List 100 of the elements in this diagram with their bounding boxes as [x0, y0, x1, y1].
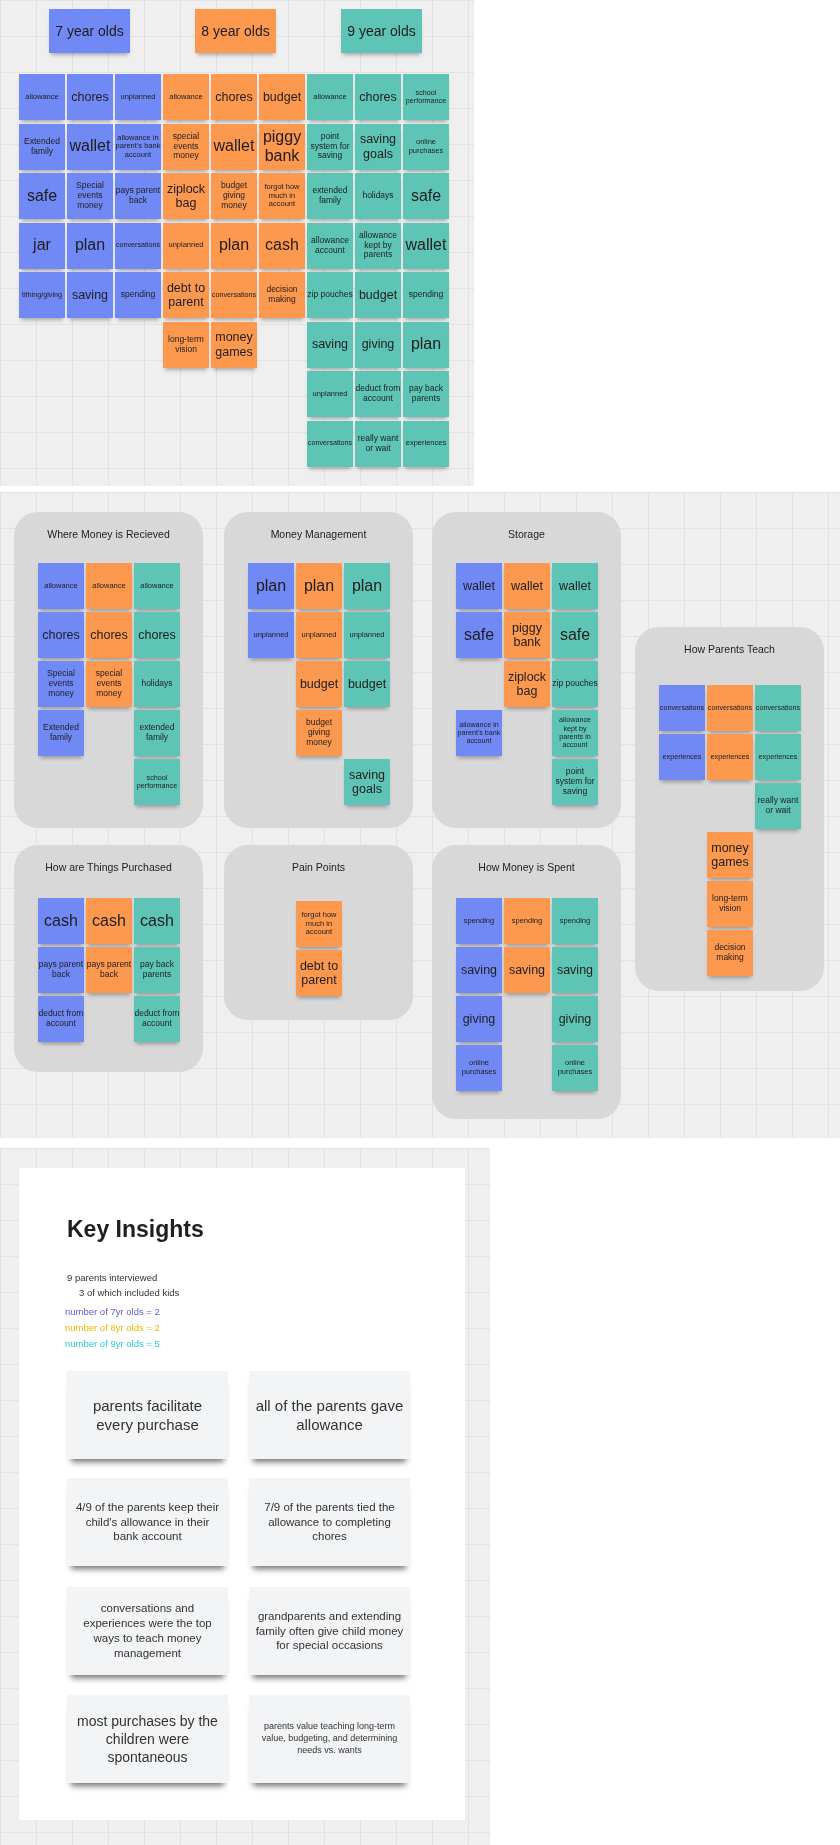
panel-title: How are Things Purchased [45, 861, 172, 873]
sticky-note: money games [707, 832, 753, 878]
insight-note: parents facilitate every purchase [67, 1371, 228, 1459]
sticky-note: plan [296, 563, 342, 609]
sticky-note: debt to parent [163, 272, 209, 318]
sticky-note: safe [552, 612, 598, 658]
sticky-note: special events money [86, 661, 132, 707]
sticky-note: wallet [456, 563, 502, 609]
sticky-note: 7 year olds [49, 9, 130, 53]
sticky-note: plan [211, 222, 257, 269]
group-panel [224, 512, 413, 828]
panel-title: Storage [508, 528, 545, 540]
sticky-note: cash [134, 898, 180, 944]
note-text: 9 parents interviewed [67, 1272, 158, 1283]
sticky-note: budget [259, 74, 305, 120]
sticky-note: saving goals [344, 759, 390, 805]
panel-title: Money Management [270, 528, 367, 540]
sticky-note: Extended family [19, 123, 65, 170]
sticky-note: giving [456, 996, 502, 1042]
sticky-note: cash [259, 222, 305, 269]
sticky-note: Special events money [67, 173, 113, 219]
sticky-note: zip pouches [552, 661, 598, 707]
panel-title: How Parents Teach [684, 643, 775, 655]
sticky-note: chores [67, 74, 113, 120]
sticky-note: point system for saving [307, 123, 353, 170]
insight-note: all of the parents gave allowance [249, 1371, 410, 1459]
sticky-note: saving [552, 947, 598, 993]
sticky-note: giving [552, 996, 598, 1042]
sticky-note: deduct from account [134, 996, 180, 1042]
sticky-note: cash [86, 898, 132, 944]
insight-note: 4/9 of the parents keep their child's allowance in their bank account [67, 1478, 228, 1566]
sticky-note: plan [67, 222, 113, 269]
sticky-note: holidays [134, 661, 180, 707]
sticky-note: really want or wait [755, 783, 801, 829]
insight-note: conversations and experiences were the top ways to teach money management [67, 1587, 228, 1675]
sticky-note: chores [355, 74, 401, 120]
sticky-note: plan [403, 321, 449, 368]
sticky-note: allowance kept by parents [355, 222, 401, 269]
sticky-note: saving [504, 947, 550, 993]
sticky-note: wallet [403, 222, 449, 269]
panel-title: How Money is Spent [478, 861, 575, 873]
group-panel [14, 845, 203, 1072]
sticky-note: saving goals [355, 123, 401, 170]
sticky-note: budget giving money [211, 173, 257, 219]
sticky-note: deduct from account [355, 371, 401, 417]
sticky-note: piggy bank [504, 612, 550, 658]
insight-card [19, 1168, 465, 1820]
sticky-note: safe [456, 612, 502, 658]
group-panel [432, 845, 621, 1119]
sticky-note: Special events money [38, 661, 84, 707]
sticky-note: holidays [355, 173, 401, 219]
insight-note: grandparents and extending family often give child money for special occasions [249, 1587, 410, 1675]
count-text: number of 8yr olds = 2 [65, 1322, 160, 1333]
sticky-note: ziplock bag [163, 173, 209, 219]
sticky-note: safe [19, 173, 65, 219]
sticky-note: jar [19, 222, 65, 269]
sticky-note: special events money [163, 123, 209, 170]
sticky-note: budget [296, 661, 342, 707]
sticky-note: 9 year olds [341, 9, 422, 53]
sticky-note: pay back parents [134, 947, 180, 993]
sticky-note: chores [211, 74, 257, 120]
sticky-note: plan [344, 563, 390, 609]
sticky-note: extended family [307, 173, 353, 219]
sticky-note: piggy bank [259, 123, 305, 170]
sticky-note: allowance account [307, 222, 353, 269]
sticky-note: chores [38, 612, 84, 658]
sticky-note: wallet [67, 123, 113, 170]
sticky-note: decision making [259, 272, 305, 318]
sticky-note: spending [403, 272, 449, 318]
sticky-note: chores [86, 612, 132, 658]
sticky-note: budget giving money [296, 710, 342, 756]
note-text: 3 of which included kids [79, 1287, 180, 1298]
group-panel [432, 512, 621, 828]
sticky-note: money games [211, 321, 257, 368]
sticky-note: safe [403, 173, 449, 219]
sticky-note: point system for saving [552, 759, 598, 805]
sticky-note: budget [344, 661, 390, 707]
sticky-note: wallet [211, 123, 257, 170]
sticky-note: decision making [707, 930, 753, 976]
sticky-note: spending [115, 272, 161, 318]
panel-title: Where Money is Recieved [47, 528, 170, 540]
sticky-note: chores [134, 612, 180, 658]
group-panel [14, 512, 203, 828]
sticky-note: wallet [552, 563, 598, 609]
sticky-note: extended family [134, 710, 180, 756]
insight-note: parents value teaching long-term value, budgeting, and determining needs vs. wants [249, 1695, 410, 1783]
panel-title: Pain Points [291, 861, 346, 873]
sticky-note: saving [456, 947, 502, 993]
sticky-note: plan [248, 563, 294, 609]
insight-note: most purchases by the children were spontaneous [67, 1695, 228, 1783]
sticky-note: cash [38, 898, 84, 944]
sticky-note: giving [355, 321, 401, 368]
sticky-note: debt to parent [296, 950, 342, 996]
sticky-note: really want or wait [355, 420, 401, 467]
sticky-note: Extended family [38, 710, 84, 756]
group-panel [635, 627, 824, 991]
heading: Key Insights [67, 1216, 204, 1243]
count-text: number of 9yr olds = 5 [65, 1338, 160, 1349]
sticky-note: budget [355, 272, 401, 318]
sticky-note: 8 year olds [195, 9, 276, 53]
